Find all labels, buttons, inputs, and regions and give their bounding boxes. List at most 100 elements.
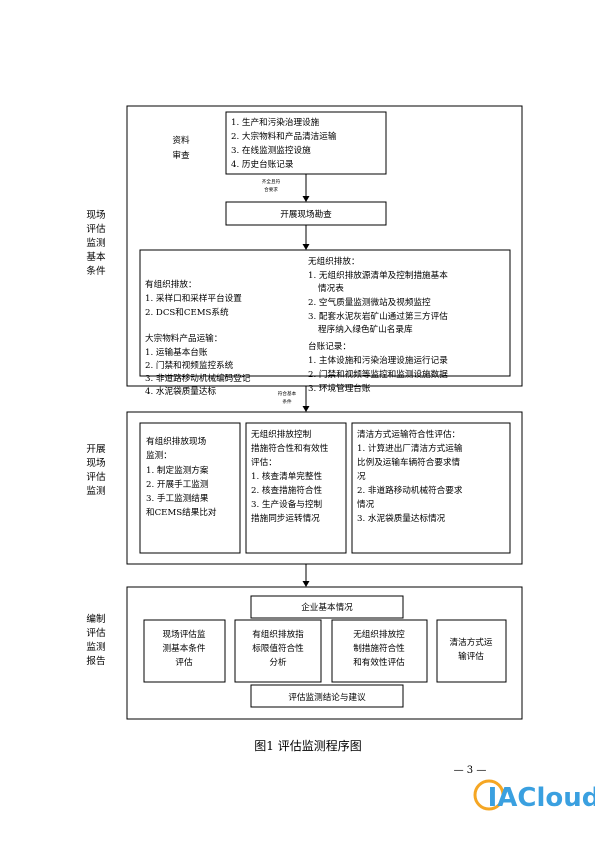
basic-conditions-box [139,249,511,377]
conduct-line: 2. 开展手工监测 [146,478,209,490]
report-item-box [436,619,507,683]
arrow-head [302,406,310,412]
unorganized-line: 3. 配套水泥灰岩矿山通过第三方评估 [308,310,448,322]
organized-item: 2. DCS和CEMS系统 [145,306,229,318]
unorganized-line: 情况表 [318,282,344,294]
arrow-head [302,196,310,202]
report-item-line: 无组织排放控 [353,628,405,640]
report-item-line: 和有效性评估 [353,656,405,668]
label-line: 评估 [86,471,106,483]
label-report: 编制 评估 监测 报告 [86,613,106,667]
organized-item: 1. 采样口和采样平台设置 [145,292,242,304]
label-line: 监测 [86,237,105,249]
report-item-box [143,619,226,683]
report-top-box [250,595,404,619]
label-line: 评估 [86,627,106,639]
conduct-line: 监测： [146,449,172,461]
condition-label: 条件 [282,398,292,405]
bulk-item: 3. 非道路移动机械编码登记 [145,372,251,384]
label-line: 基本 [86,251,106,263]
unorganized-line: 2. 空气质量监测微站及视频监控 [308,296,431,308]
figure-caption: 图1 评估监测程序图 [254,738,361,753]
label-line: 开展 [86,444,106,455]
conduct-line: 无组织排放控制 [251,428,311,440]
label-conduct-monitoring: 开展 现场 评估 监测 [86,444,106,497]
conduct-line: 3. 生产设备与控制 [251,498,322,510]
conduct-line: 2. 非道路移动机械符合要求 [357,484,463,496]
arrow-head [302,581,310,587]
review-item: 4. 历史台账记录 [231,158,294,170]
conduct-organized-box [139,422,241,554]
conduct-line: 有组织排放现场 [146,435,207,447]
data-review-label: 资料 审查 [172,134,190,161]
label-line: 现场 [86,458,106,469]
condition-label: 符合基本 [278,390,297,397]
conduct-line: 1. 制定监测方案 [146,464,209,476]
label-line: 监测 [86,641,105,653]
label-basic-conditions: 现场 评估 监测 基本 条件 [86,210,106,277]
conduct-line: 2. 核查措施符合性 [251,484,322,496]
review-item: 3. 在线监测监控设施 [231,144,311,156]
section-conduct-frame [126,411,523,565]
report-item-line: 制措施符合性 [353,642,405,654]
bulk-item: 1. 运输基本台账 [145,346,208,358]
review-item: 1. 生产和污染治理设施 [231,116,320,128]
report-item-line: 现场评估监 [163,628,206,640]
page-number: — 3 — [454,765,487,776]
report-item-box [331,619,428,683]
conduct-line: 3. 手工监测结果 [146,492,209,504]
label-line: 编制 [86,613,105,625]
watermark-logo: IACloud [473,779,595,813]
report-item-line: 测基本条件 [163,642,206,654]
conduct-line: 措施同步运转情况 [251,512,320,524]
ledger-item: 3. 环境管理台账 [308,382,371,394]
report-item-line: 分析 [269,656,287,668]
conduct-line: 清洁方式运输符合性评估： [357,428,460,440]
bulk-item: 2. 门禁和视频监控系统 [145,359,234,371]
section-report-frame [126,586,523,720]
ledger-item: 2. 门禁和视频等监控和监测设施数据 [308,368,448,380]
conduct-line: 1. 计算进出厂清洁方式运输 [357,442,463,454]
ledger-item: 1. 主体设施和污染治理设施运行记录 [308,354,448,366]
label-line: 报告 [86,655,106,667]
conduct-clean-transport-box [351,422,511,554]
logo-wordmark: IACloud [488,783,595,813]
label-line: 审查 [172,149,190,161]
label-line: 评估 [86,223,106,235]
ledger-title: 台账记录： [308,340,351,352]
report-item-line: 标限值符合性 [252,642,304,654]
conduct-line: 措施符合性和有效性 [251,442,329,454]
conduct-line: 和CEMS结果比对 [146,506,217,518]
report-top-label: 企业基本情况 [301,601,353,613]
conduct-line: 况 [357,471,366,482]
condition-label: 齐全且符 [262,178,281,185]
condition-label: 合要求 [264,186,278,193]
report-item-line: 有组织排放指 [252,628,304,640]
report-item-line: 清洁方式运 [450,636,493,648]
section-basic-frame [126,105,523,387]
label-line: 条件 [86,265,106,277]
bulk-item: 4. 水泥袋质量达标 [145,385,216,397]
label-line: 监测 [86,485,105,497]
conduct-unorganized-box [245,422,347,554]
arrow-head [302,244,310,250]
unorganized-line: 1. 无组织排放源清单及控制措施基本 [308,269,448,281]
report-bottom-box [250,684,404,708]
logo-ring-icon [473,779,505,811]
conduct-line: 3. 水泥袋质量达标情况 [357,512,446,524]
conduct-line: 比例及运输车辆符合要求情 [357,456,461,468]
conduct-line: 评估： [251,456,277,468]
conduct-line: 1. 核查清单完整性 [251,470,322,482]
bulk-title: 大宗物料产品运输： [145,332,222,344]
review-item: 2. 大宗物料和产品清洁运输 [231,130,337,142]
unorganized-title: 无组织排放： [308,255,360,267]
site-survey-label: 开展现场勘查 [280,208,332,220]
unorganized-line: 程序纳入绿色矿山名录库 [318,323,413,335]
label-line: 资料 [172,134,190,146]
report-item-line: 输评估 [458,650,484,662]
organized-title: 有组织排放： [145,278,197,290]
report-bottom-label: 评估监测结论与建议 [288,691,366,703]
conduct-line: 情况 [357,498,375,510]
label-line: 现场 [86,210,106,221]
